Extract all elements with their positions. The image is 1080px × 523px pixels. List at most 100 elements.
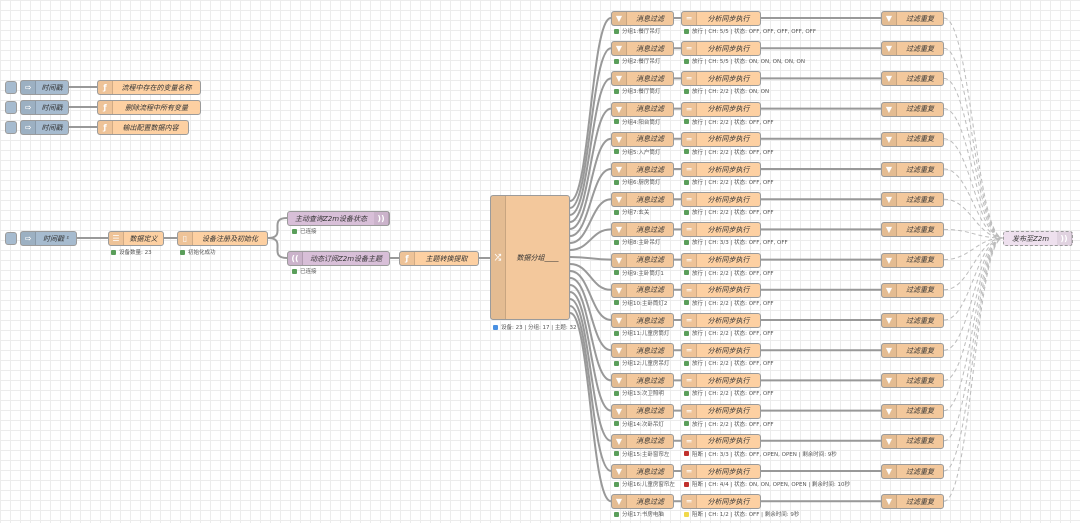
filter-icon: ▼ [612, 374, 627, 388]
sync-exec-node[interactable]: ═分析同步执行 [681, 192, 761, 208]
inject-button[interactable] [5, 101, 17, 114]
equals-icon: ═ [682, 132, 697, 146]
wire [569, 256, 612, 261]
wire [569, 305, 612, 472]
dedupe-filter-node[interactable]: ▼过滤重复 [881, 11, 944, 26]
list-icon: ☰ [109, 232, 124, 245]
dedupe-filter-node[interactable]: ▼过滤重复 [881, 252, 944, 268]
inject-node[interactable]: ⇨时间戳 [20, 120, 69, 135]
sync-exec-node[interactable]: ═分析同步执行 [681, 71, 761, 87]
sync-exec-node[interactable]: ═分析同步执行 [681, 313, 761, 328]
wire [943, 237, 1004, 472]
sync-exec-node[interactable]: ═分析同步执行 [681, 464, 761, 479]
message-filter-node[interactable]: ▼消息过滤 [611, 71, 674, 87]
dedupe-filter-node[interactable]: ▼过滤重复 [881, 343, 944, 359]
sync-exec-node[interactable]: ═分析同步执行 [681, 282, 761, 298]
dedupe-filter-node[interactable]: ▼过滤重复 [881, 71, 944, 87]
message-filter-node[interactable]: ▼消息过滤 [611, 343, 674, 359]
dedupe-filter-node[interactable]: ▼过滤重复 [881, 282, 944, 298]
dedupe-filter-node[interactable]: ▼过滤重复 [881, 433, 944, 449]
filter-icon: ▼ [612, 314, 627, 327]
filter-icon: ▼ [612, 404, 627, 418]
inject-node[interactable]: ⇨时间戳 [20, 80, 69, 95]
status-dot [684, 88, 689, 94]
wire [569, 17, 612, 202]
dedupe-filter-node[interactable]: ▼过滤重复 [881, 403, 944, 419]
exec-status: 放行 | CH: 2/2 | 状态: OFF, OFF [684, 299, 774, 307]
message-filter-node[interactable]: ▼消息过滤 [611, 373, 674, 389]
filter-icon: ▼ [612, 283, 627, 297]
equals-icon: ═ [682, 223, 697, 237]
message-filter-node[interactable]: ▼消息过滤 [611, 282, 674, 298]
dedupe-filter-node[interactable]: ▼过滤重复 [881, 101, 944, 117]
dedupe-filter-node[interactable]: ▼过滤重复 [881, 41, 944, 57]
dedupe-filter-node[interactable]: ▼过滤重复 [881, 494, 944, 510]
dedupe-filter-node[interactable]: ▼过滤重复 [881, 222, 944, 238]
dedupe-filter-node[interactable]: ▼过滤重复 [881, 373, 944, 389]
message-filter-node[interactable]: ▼消息过滤 [611, 222, 674, 238]
filter-status: 分组4:阳台筒灯 [614, 118, 660, 126]
sync-exec-node[interactable]: ═分析同步执行 [681, 101, 761, 117]
inject-button[interactable] [5, 81, 17, 94]
wire [569, 284, 612, 382]
status-dot [614, 481, 619, 487]
message-filter-node[interactable]: ▼消息过滤 [611, 192, 674, 208]
dedupe-filter-node[interactable]: ▼过滤重复 [881, 192, 944, 208]
filter-icon: ▼ [882, 72, 897, 86]
sync-exec-node[interactable]: ═分析同步执行 [681, 11, 761, 26]
sync-exec-node[interactable]: ═分析同步执行 [681, 494, 761, 510]
dedupe-filter-node[interactable]: ▼过滤重复 [881, 162, 944, 177]
sync-exec-node[interactable]: ═分析同步执行 [681, 252, 761, 268]
data-group-switch-node[interactable]: ⤮数据分组____ [490, 195, 570, 320]
inject-button[interactable] [5, 121, 17, 134]
message-filter-node[interactable]: ▼消息过滤 [611, 433, 674, 449]
mqtt-status-node[interactable]: 主动查询Z2m设备状态)) [287, 211, 390, 226]
message-filter-node[interactable]: ▼消息过滤 [611, 11, 674, 26]
filter-status: 分组13:次卫照明 [614, 389, 664, 397]
filter-status: 分组2:餐厅吊灯 [614, 57, 660, 65]
sync-exec-node[interactable]: ═分析同步执行 [681, 162, 761, 177]
filter-status: 分组9:主卧筒灯1 [614, 269, 664, 277]
sync-exec-node[interactable]: ═分析同步执行 [681, 222, 761, 238]
dedupe-filter-node[interactable]: ▼过滤重复 [881, 464, 944, 479]
sync-exec-node[interactable]: ═分析同步执行 [681, 343, 761, 359]
message-filter-node[interactable]: ▼消息过滤 [611, 464, 674, 479]
data-definition-node[interactable]: ☰数据定义 [108, 231, 164, 246]
publish-z2m-node[interactable]: 发布至Z2m)) [1003, 231, 1073, 246]
sync-exec-node[interactable]: ═分析同步执行 [681, 41, 761, 57]
filter-icon: ▼ [612, 344, 627, 358]
message-filter-node[interactable]: ▼消息过滤 [611, 494, 674, 510]
sync-exec-node[interactable]: ═分析同步执行 [681, 373, 761, 389]
message-filter-node[interactable]: ▼消息过滤 [611, 41, 674, 57]
sync-exec-node[interactable]: ═分析同步执行 [681, 433, 761, 449]
message-filter-node[interactable]: ▼消息过滤 [611, 162, 674, 177]
sync-exec-node[interactable]: ═分析同步执行 [681, 131, 761, 147]
dedupe-filter-node[interactable]: ▼过滤重复 [881, 313, 944, 328]
filter-icon: ▼ [612, 223, 627, 237]
message-filter-node[interactable]: ▼消息过滤 [611, 252, 674, 268]
wire [267, 237, 288, 259]
wire [943, 237, 1004, 412]
wire [267, 217, 288, 239]
message-filter-node[interactable]: ▼消息过滤 [611, 101, 674, 117]
sync-exec-node[interactable]: ═分析同步执行 [681, 403, 761, 419]
message-filter-node[interactable]: ▼消息过滤 [611, 131, 674, 147]
filter-icon: ▼ [612, 163, 627, 176]
shuffle-icon: ⤮ [491, 196, 506, 319]
status-dot [614, 451, 619, 457]
inject-button[interactable] [5, 232, 17, 245]
function-icon: ƒ [98, 81, 113, 94]
mqtt-subscribe-node[interactable]: ((动态订阅Z2m设备主题 [287, 251, 390, 266]
inject-node[interactable]: ⇨时间戳 [20, 100, 69, 115]
message-filter-node[interactable]: ▼消息过滤 [611, 313, 674, 328]
dedupe-filter-node[interactable]: ▼过滤重复 [881, 131, 944, 147]
device-register-node[interactable]: ▯设备注册及初始化 [177, 231, 268, 246]
message-filter-node[interactable]: ▼消息过滤 [611, 403, 674, 419]
status-dot [614, 209, 619, 215]
exec-status: 放行 | CH: 2/2 | 状态: OFF, OFF [684, 118, 774, 126]
main-inject-node[interactable]: ⇨时间戳 ¹ [20, 231, 77, 246]
